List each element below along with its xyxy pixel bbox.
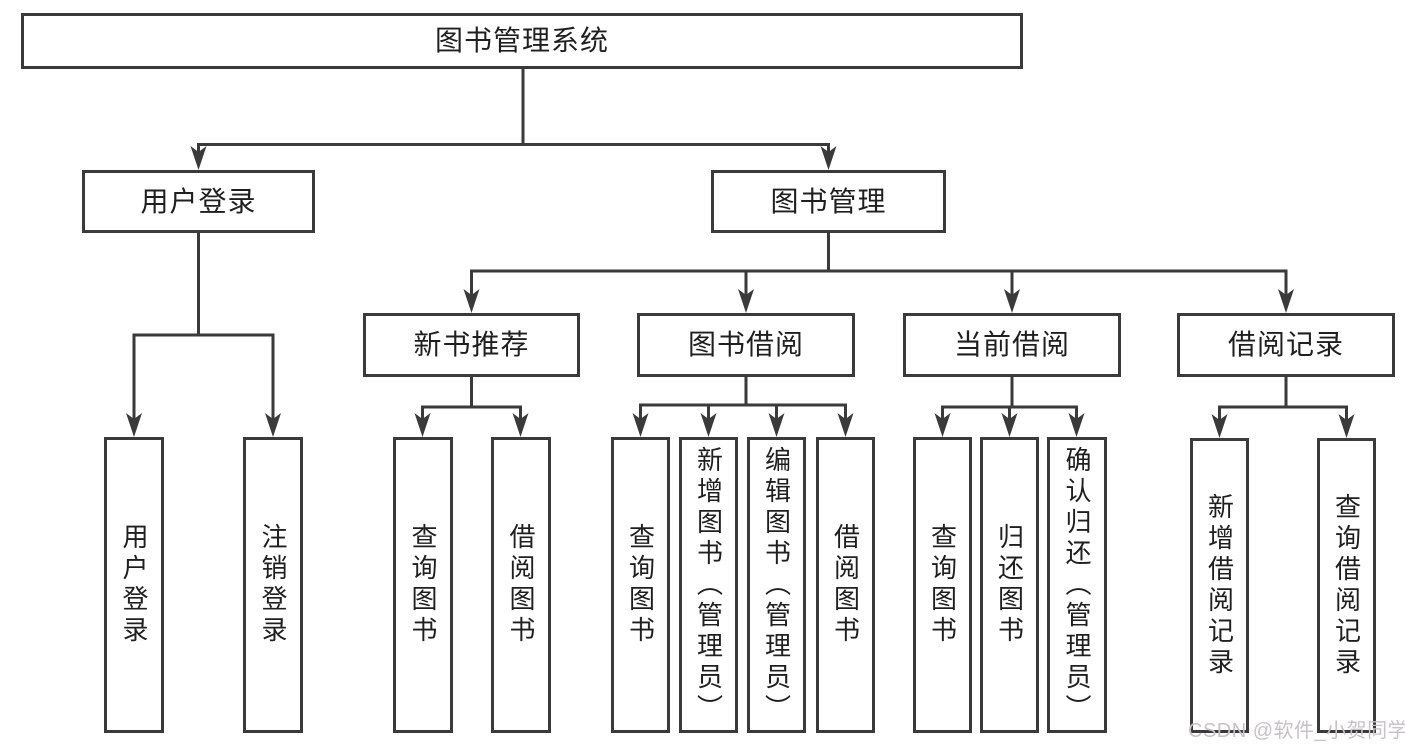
node-label: 用户登录 <box>140 185 257 217</box>
leaf-label: 新增图书（管理员） <box>693 445 724 725</box>
leaf-label: 确认归还（管理员） <box>1062 445 1092 725</box>
leaf-logout: 注销登录 <box>243 437 303 733</box>
leaf-borrow-book: 借阅图书 <box>816 437 875 733</box>
node-book-borrowing: 图书借阅 <box>637 313 855 377</box>
node-label: 图书借阅 <box>687 329 804 360</box>
node-label: 图书管理系统 <box>434 25 609 56</box>
leaf-label: 借阅图书 <box>830 523 861 647</box>
leaf-label: 查询图书 <box>927 523 958 647</box>
leaf-add-borrow-record: 新增借阅记录 <box>1190 438 1249 733</box>
leaf-label: 查询借阅记录 <box>1331 492 1362 679</box>
watermark: CSDN @软件_小贺同学 <box>1188 720 1405 742</box>
node-library-management-system: 图书管理系统 <box>21 13 1023 69</box>
node-borrowing-records: 借阅记录 <box>1177 313 1395 377</box>
leaf-query-borrow-record: 查询借阅记录 <box>1317 438 1376 733</box>
leaf-query-book-borrow: 查询图书 <box>611 437 670 733</box>
node-book-management: 图书管理 <box>711 170 946 233</box>
node-label: 图书管理 <box>770 185 887 217</box>
leaf-label: 编辑图书（管理员） <box>761 445 792 725</box>
leaf-label: 注销登录 <box>258 523 288 647</box>
leaf-borrow-book-recommend: 借阅图书 <box>491 437 551 733</box>
leaf-label: 归还图书 <box>994 523 1025 647</box>
leaf-query-book-recommend: 查询图书 <box>393 437 453 733</box>
leaf-label: 查询图书 <box>625 523 656 647</box>
leaf-return-book: 归还图书 <box>980 437 1039 733</box>
node-current-borrowing: 当前借阅 <box>903 313 1121 377</box>
leaf-label: 查询图书 <box>408 523 438 647</box>
node-user-login: 用户登录 <box>82 170 315 233</box>
leaf-edit-book-admin: 编辑图书（管理员） <box>747 437 806 733</box>
leaf-confirm-return-admin: 确认归还（管理员） <box>1047 437 1107 733</box>
leaf-label: 用户登录 <box>119 523 149 647</box>
node-label: 当前借阅 <box>953 329 1070 360</box>
leaf-add-book-admin: 新增图书（管理员） <box>679 437 738 733</box>
leaf-query-book-current: 查询图书 <box>913 437 972 733</box>
leaf-label: 新增借阅记录 <box>1204 492 1235 679</box>
node-label: 新书推荐 <box>413 329 530 360</box>
leaf-user-login: 用户登录 <box>104 437 164 733</box>
node-new-book-recommendation: 新书推荐 <box>363 313 580 377</box>
leaf-label: 借阅图书 <box>506 523 536 647</box>
node-label: 借阅记录 <box>1227 329 1344 360</box>
